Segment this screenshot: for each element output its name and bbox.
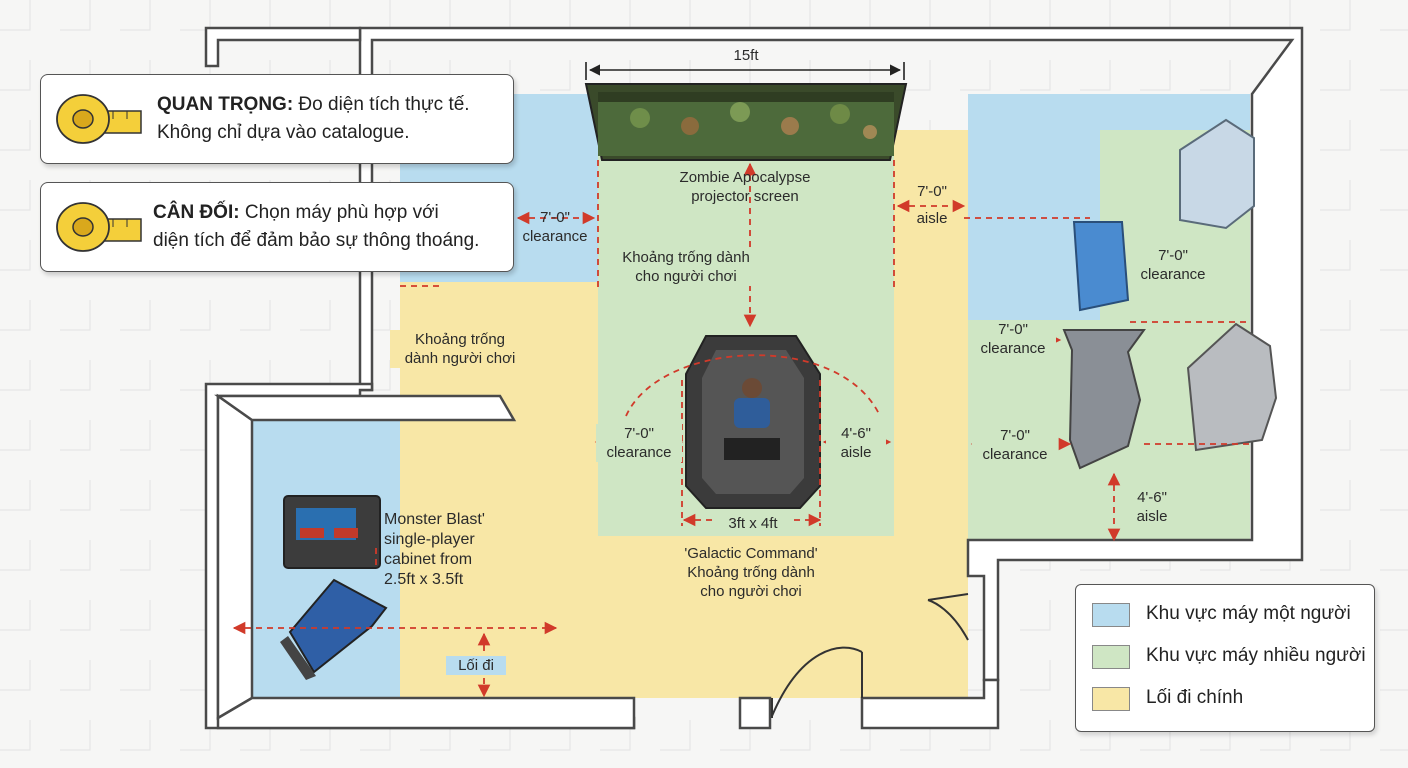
player-space-center-line-2: cho người chơi [635, 268, 737, 285]
legend-swatch-multi [1092, 645, 1130, 669]
monster-blast-line-2: single-player [384, 531, 475, 548]
callout-important-line-1: Đo diện tích thực tế. [293, 94, 470, 115]
galactic-caption: 'Galactic Command' Khoảng trống dành cho… [656, 544, 846, 601]
clearance-right-mid-word: clearance [980, 340, 1046, 357]
walkway-left-label: Lối đi [446, 656, 506, 675]
screen-width-label: 15ft [733, 47, 759, 64]
clearance-left-top-dim: 7'-0" [540, 209, 570, 226]
callout-balance: CÂN ĐỐI: Chọn máy phù hợp với diện tích … [40, 182, 514, 272]
zone-walkway-corridor [894, 130, 968, 538]
clearance-galactic-left-label: 7'-0" clearance [596, 424, 682, 462]
clearance-galactic-left-dim: 7'-0" [624, 425, 654, 442]
projector-label: Zombie Apocalypse projector screen [640, 168, 850, 206]
legend-label-multi: Khu vực máy nhiều người [1146, 645, 1366, 666]
legend-label-single: Khu vực máy một người [1146, 603, 1351, 624]
projector-screen [584, 83, 908, 161]
legend-swatch-walkway [1092, 687, 1130, 711]
clearance-right-low-dim: 7'-0" [1000, 427, 1030, 444]
callout-balance-line-1: Chọn máy phù hợp với [239, 202, 439, 223]
tape-measure-icon [56, 202, 142, 252]
player-space-center-line-1: Khoảng trống dành [622, 249, 750, 266]
zone-walkway-center [514, 536, 968, 698]
clearance-galactic-left-word: clearance [606, 444, 672, 461]
clearance-left-top-label: 7'-0" clearance [510, 208, 600, 246]
aisle-galactic-right-dim: 4'-6" [841, 425, 871, 442]
callout-important-bold: QUAN TRỌNG: [157, 94, 294, 115]
aisle-right-bottom-label: 4'-6" aisle [1122, 488, 1182, 526]
galactic-caption-line-2: Khoảng trống dành [687, 564, 815, 581]
clearance-right-top-label: 7'-0" clearance [1130, 246, 1216, 284]
aisle-top-label: 7'-0" aisle [898, 182, 966, 228]
monster-blast-line-3: cabinet from [384, 551, 473, 568]
aisle-right-bottom-dim: 4'-6" [1137, 489, 1167, 506]
galactic-size-label: 3ft x 4ft [712, 514, 794, 533]
projector-line-2: projector screen [691, 188, 799, 205]
tape-measure-icon [56, 94, 142, 144]
doors [771, 593, 969, 718]
player-space-left-line-1: Khoảng trống [414, 331, 506, 348]
callout-balance-bold: CÂN ĐỐI: [153, 202, 240, 223]
clearance-right-mid-label: 7'-0" clearance [970, 320, 1056, 358]
clearance-right-low-label: 7'-0" clearance [972, 426, 1058, 464]
aisle-right-bottom-word: aisle [1136, 508, 1168, 525]
aisle-galactic-right-word: aisle [840, 444, 872, 461]
legend-item-single: Khu vực máy một người [1092, 599, 1362, 629]
galactic-caption-line-1: 'Galactic Command' [684, 545, 818, 562]
right-cabinets [1062, 118, 1278, 470]
clearance-right-top-dim: 7'-0" [1158, 247, 1188, 264]
aisle-top-word: aisle [916, 210, 948, 227]
clearance-right-low-word: clearance [982, 446, 1048, 463]
legend-item-multi: Khu vực máy nhiều người [1092, 641, 1366, 671]
clearance-right-mid-dim: 7'-0" [998, 321, 1028, 338]
legend-item-walkway: Lối đi chính [1092, 683, 1362, 713]
legend: Khu vực máy một người Khu vực máy nhiều … [1075, 584, 1375, 732]
callout-important: QUAN TRỌNG: Đo diện tích thực tế. Không … [40, 74, 514, 164]
aisle-top-dim: 7'-0" [917, 183, 947, 200]
player-space-center-label: Khoảng trống dành cho người chơi [606, 248, 766, 286]
player-space-left-label: Khoảng trống dành người chơi [390, 330, 530, 368]
walls [204, 26, 1304, 730]
callout-important-text: QUAN TRỌNG: Đo diện tích thực tế. Không … [157, 91, 470, 147]
projector-line-1: Zombie Apocalypse [679, 169, 811, 186]
legend-swatch-single [1092, 603, 1130, 627]
callout-important-line-2: Không chỉ dựa vào catalogue. [157, 122, 410, 143]
galactic-command-cabinet [685, 335, 821, 509]
monster-blast-line-4: 2.5ft x 3.5ft [384, 571, 464, 588]
legend-label-walkway: Lối đi chính [1146, 687, 1244, 708]
monster-blast-label: Monster Blast' single-player cabinet fro… [384, 510, 500, 590]
monster-blast-line-1: Monster Blast' [384, 511, 485, 528]
aisle-galactic-right-label: 4'-6" aisle [826, 424, 886, 462]
galactic-caption-line-3: cho người chơi [700, 583, 802, 600]
player-space-left-line-2: dành người chơi [404, 350, 516, 367]
clearance-left-top-word: clearance [522, 228, 588, 245]
callout-balance-text: CÂN ĐỐI: Chọn máy phù hợp với diện tích … [153, 199, 479, 255]
screen-width-dimension [585, 62, 905, 80]
callout-balance-line-2: diện tích để đảm bảo sự thông thoáng. [153, 230, 480, 251]
clearance-right-top-word: clearance [1140, 266, 1206, 283]
